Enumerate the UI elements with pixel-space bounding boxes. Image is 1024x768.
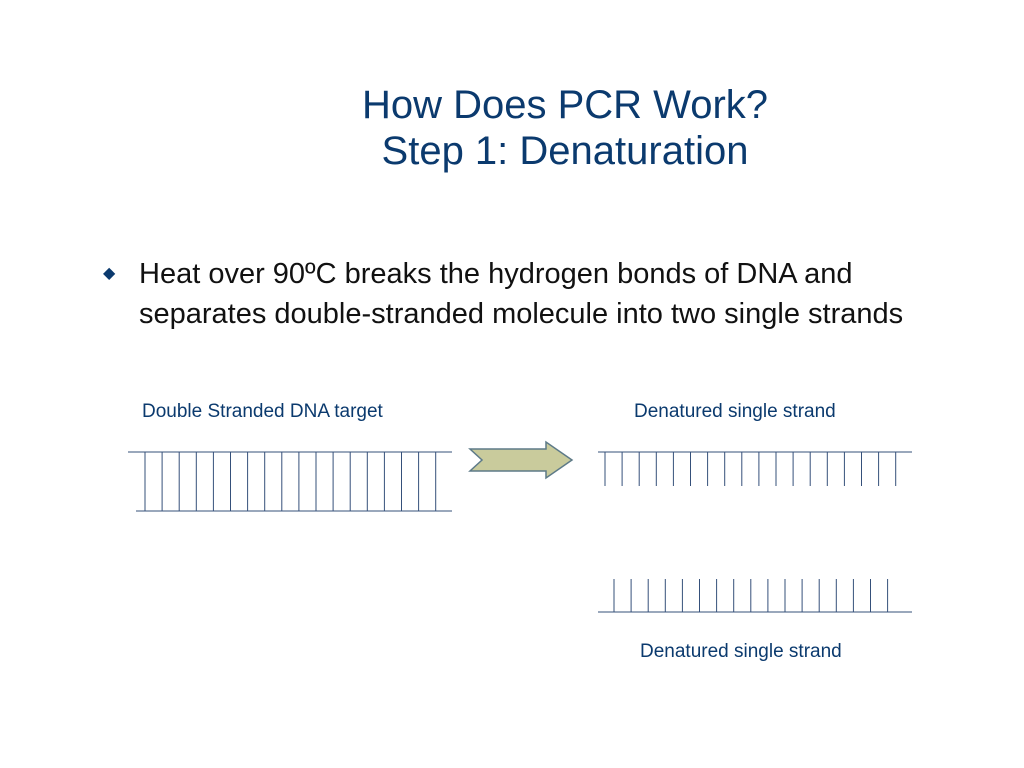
bullet-text: Heat over 90ºC breaks the hydrogen bonds…: [139, 258, 904, 330]
bottom-strand-bases: [613, 579, 889, 612]
title-line-1: How Does PCR Work?: [361, 83, 769, 127]
double-strand-dna: [128, 451, 452, 512]
top-strand-bases: [604, 452, 897, 486]
bullet-item: ◆ Heat over 90ºC breaks the hydrogen bon…: [103, 254, 933, 334]
double-strand-base-pairs: [144, 452, 437, 511]
top-strand-label: Denatured single strand: [634, 401, 836, 422]
diamond-bullet-icon: ◆: [103, 265, 116, 282]
right-arrow-icon: [468, 440, 574, 480]
bottom-single-strand: [598, 579, 912, 613]
slide-title: How Does PCR Work? Step 1: Denaturation: [260, 82, 870, 174]
bottom-strand-label: Denatured single strand: [640, 641, 842, 662]
double-strand-label: Double Stranded DNA target: [142, 401, 383, 422]
top-single-strand: [598, 451, 912, 486]
title-line-2: Step 1: Denaturation: [381, 129, 749, 173]
